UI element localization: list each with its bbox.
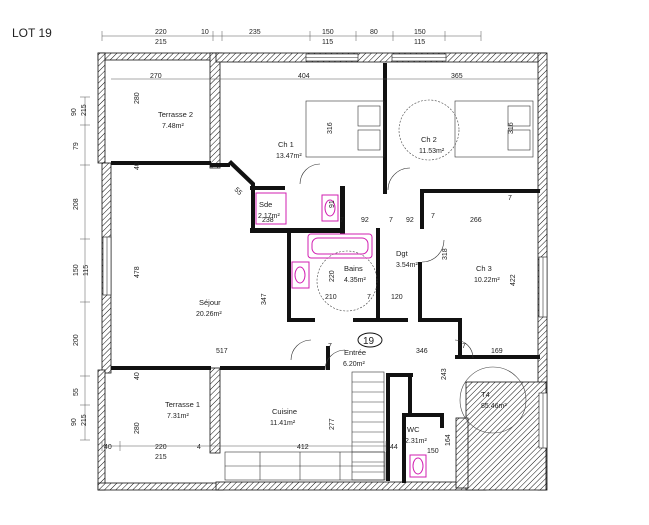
dim-left-215a: 215 (81, 104, 88, 116)
room-area-ch3: 10.22m² (474, 277, 500, 284)
dim-wc-164: 164 (445, 434, 452, 446)
dim-top-150a: 150 (322, 29, 334, 36)
room-area-ch2: 11.53m² (419, 148, 445, 155)
room-name-sejour: Séjour (199, 298, 221, 307)
dim-ch2-316: 316 (508, 122, 515, 134)
dim-55: 55 (233, 186, 244, 197)
room-name-dgt: Dgt (396, 249, 409, 258)
dim-bains-220: 220 (329, 270, 336, 282)
dim-in-404: 404 (298, 73, 310, 80)
room-name-t4: T4 (481, 390, 490, 399)
room-name-sde: Sde (259, 200, 272, 209)
room-area-terrasse2: 7.48m² (162, 123, 184, 130)
dim-left-150: 150 (73, 264, 80, 276)
dim-266: 266 (470, 217, 482, 224)
dim-7e: 7 (328, 343, 332, 350)
dim-top-115b: 115 (414, 39, 425, 46)
dim-t1-280: 280 (134, 422, 141, 434)
dim-422: 422 (510, 274, 517, 286)
dim-t1-40: 40 (134, 372, 141, 380)
dim-left-200: 200 (73, 334, 80, 346)
dim-top-115a: 115 (322, 39, 333, 46)
room-name-entree: Entrée (344, 348, 366, 357)
room-name-terrasse2: Terrasse 2 (158, 110, 193, 119)
dim-7c: 7 (508, 195, 512, 202)
room-area-sde: 2.17m² (258, 213, 280, 220)
dim-left-208: 208 (73, 198, 80, 210)
dim-t2-40: 40 (134, 162, 141, 170)
dim-in-365: 365 (451, 73, 463, 80)
interior-dimensions: 270 404 365 280 40 55 316 316 91 238 7 9… (111, 73, 540, 455)
dim-left-55: 55 (73, 388, 80, 396)
dim-top-80: 80 (370, 29, 378, 36)
dim-left-115: 115 (83, 265, 90, 276)
dim-318: 318 (442, 248, 449, 260)
dim-sde-91: 91 (329, 200, 336, 208)
dim-bains-120: 120 (391, 294, 403, 301)
room-name-terrasse1: Terrasse 1 (165, 400, 200, 409)
dim-wc-44: 44 (390, 444, 398, 451)
dim-4: 4 (197, 444, 201, 451)
room-name-bains: Bains (344, 264, 363, 273)
room-area-entree: 6.20m² (343, 361, 365, 368)
dim-478: 478 (134, 266, 141, 278)
room-area-sejour: 20.26m² (196, 311, 222, 318)
room-area-bains: 4.35m² (344, 277, 366, 284)
dim-top-150b: 150 (414, 29, 426, 36)
room-area-ch1: 13.47m² (276, 153, 302, 160)
dim-bains-7: 7 (367, 294, 371, 301)
dim-bot-40: 40 (104, 444, 112, 451)
furniture (224, 99, 534, 481)
lot-badge-number: 19 (363, 336, 375, 347)
dim-sde-7: 7 (340, 217, 344, 224)
lot-title: LOT 19 (12, 26, 52, 40)
dim-top-10: 10 (201, 29, 209, 36)
dim-7a: 7 (389, 217, 393, 224)
room-name-ch2: Ch 2 (421, 135, 437, 144)
dim-sde-238: 238 (262, 217, 274, 224)
dim-243: 243 (441, 368, 448, 380)
room-labels: Terrasse 2 7.48m² Ch 1 13.47m² Ch 2 11.5… (158, 110, 507, 445)
room-area-t4: 85.46m² (481, 403, 507, 410)
room-area-wc: 2.31m² (405, 438, 427, 445)
dim-in-270: 270 (150, 73, 162, 80)
bottom-dimension-chain: 40 220 215 412 (101, 441, 387, 461)
dim-92b: 92 (406, 217, 414, 224)
dim-wc-150: 150 (427, 448, 439, 455)
dim-277: 277 (329, 418, 336, 430)
dim-bot-412: 412 (297, 444, 309, 451)
room-name-ch1: Ch 1 (278, 140, 294, 149)
room-name-cuisine: Cuisine (272, 407, 297, 416)
dim-left-90: 90 (71, 108, 78, 116)
dim-left-215b: 215 (81, 414, 88, 426)
dim-517: 517 (216, 348, 228, 355)
dim-347: 347 (261, 293, 268, 305)
dim-top-215: 215 (155, 39, 167, 46)
dim-left-79: 79 (73, 142, 80, 150)
dim-bot-215: 215 (155, 454, 167, 461)
windows (102, 53, 548, 449)
dim-top-220: 220 (155, 29, 167, 36)
room-area-terrasse1: 7.31m² (167, 413, 189, 420)
dim-t2-280: 280 (134, 92, 141, 104)
room-name-ch3: Ch 3 (476, 264, 492, 273)
dim-bains-210: 210 (325, 294, 337, 301)
dim-92a: 92 (361, 217, 369, 224)
room-area-dgt: 3.54m² (396, 262, 418, 269)
dim-bot-220: 220 (155, 444, 167, 451)
dim-7b: 7 (431, 213, 435, 220)
top-dimension-chain: 220 215 10 235 150 115 80 150 115 (101, 29, 482, 46)
room-area-cuisine: 11.41m² (270, 420, 296, 427)
dim-346: 346 (416, 348, 428, 355)
dim-7f: 7 (462, 343, 466, 350)
dim-top-235: 235 (249, 29, 261, 36)
dim-169: 169 (491, 348, 503, 355)
lot-badge: 19 (357, 332, 383, 348)
room-name-wc: WC (407, 425, 420, 434)
left-dimension-chain: 90 215 79 208 150 115 200 55 90 215 (71, 96, 90, 441)
dim-left-90b: 90 (71, 418, 78, 426)
dim-ch1-316: 316 (327, 122, 334, 134)
